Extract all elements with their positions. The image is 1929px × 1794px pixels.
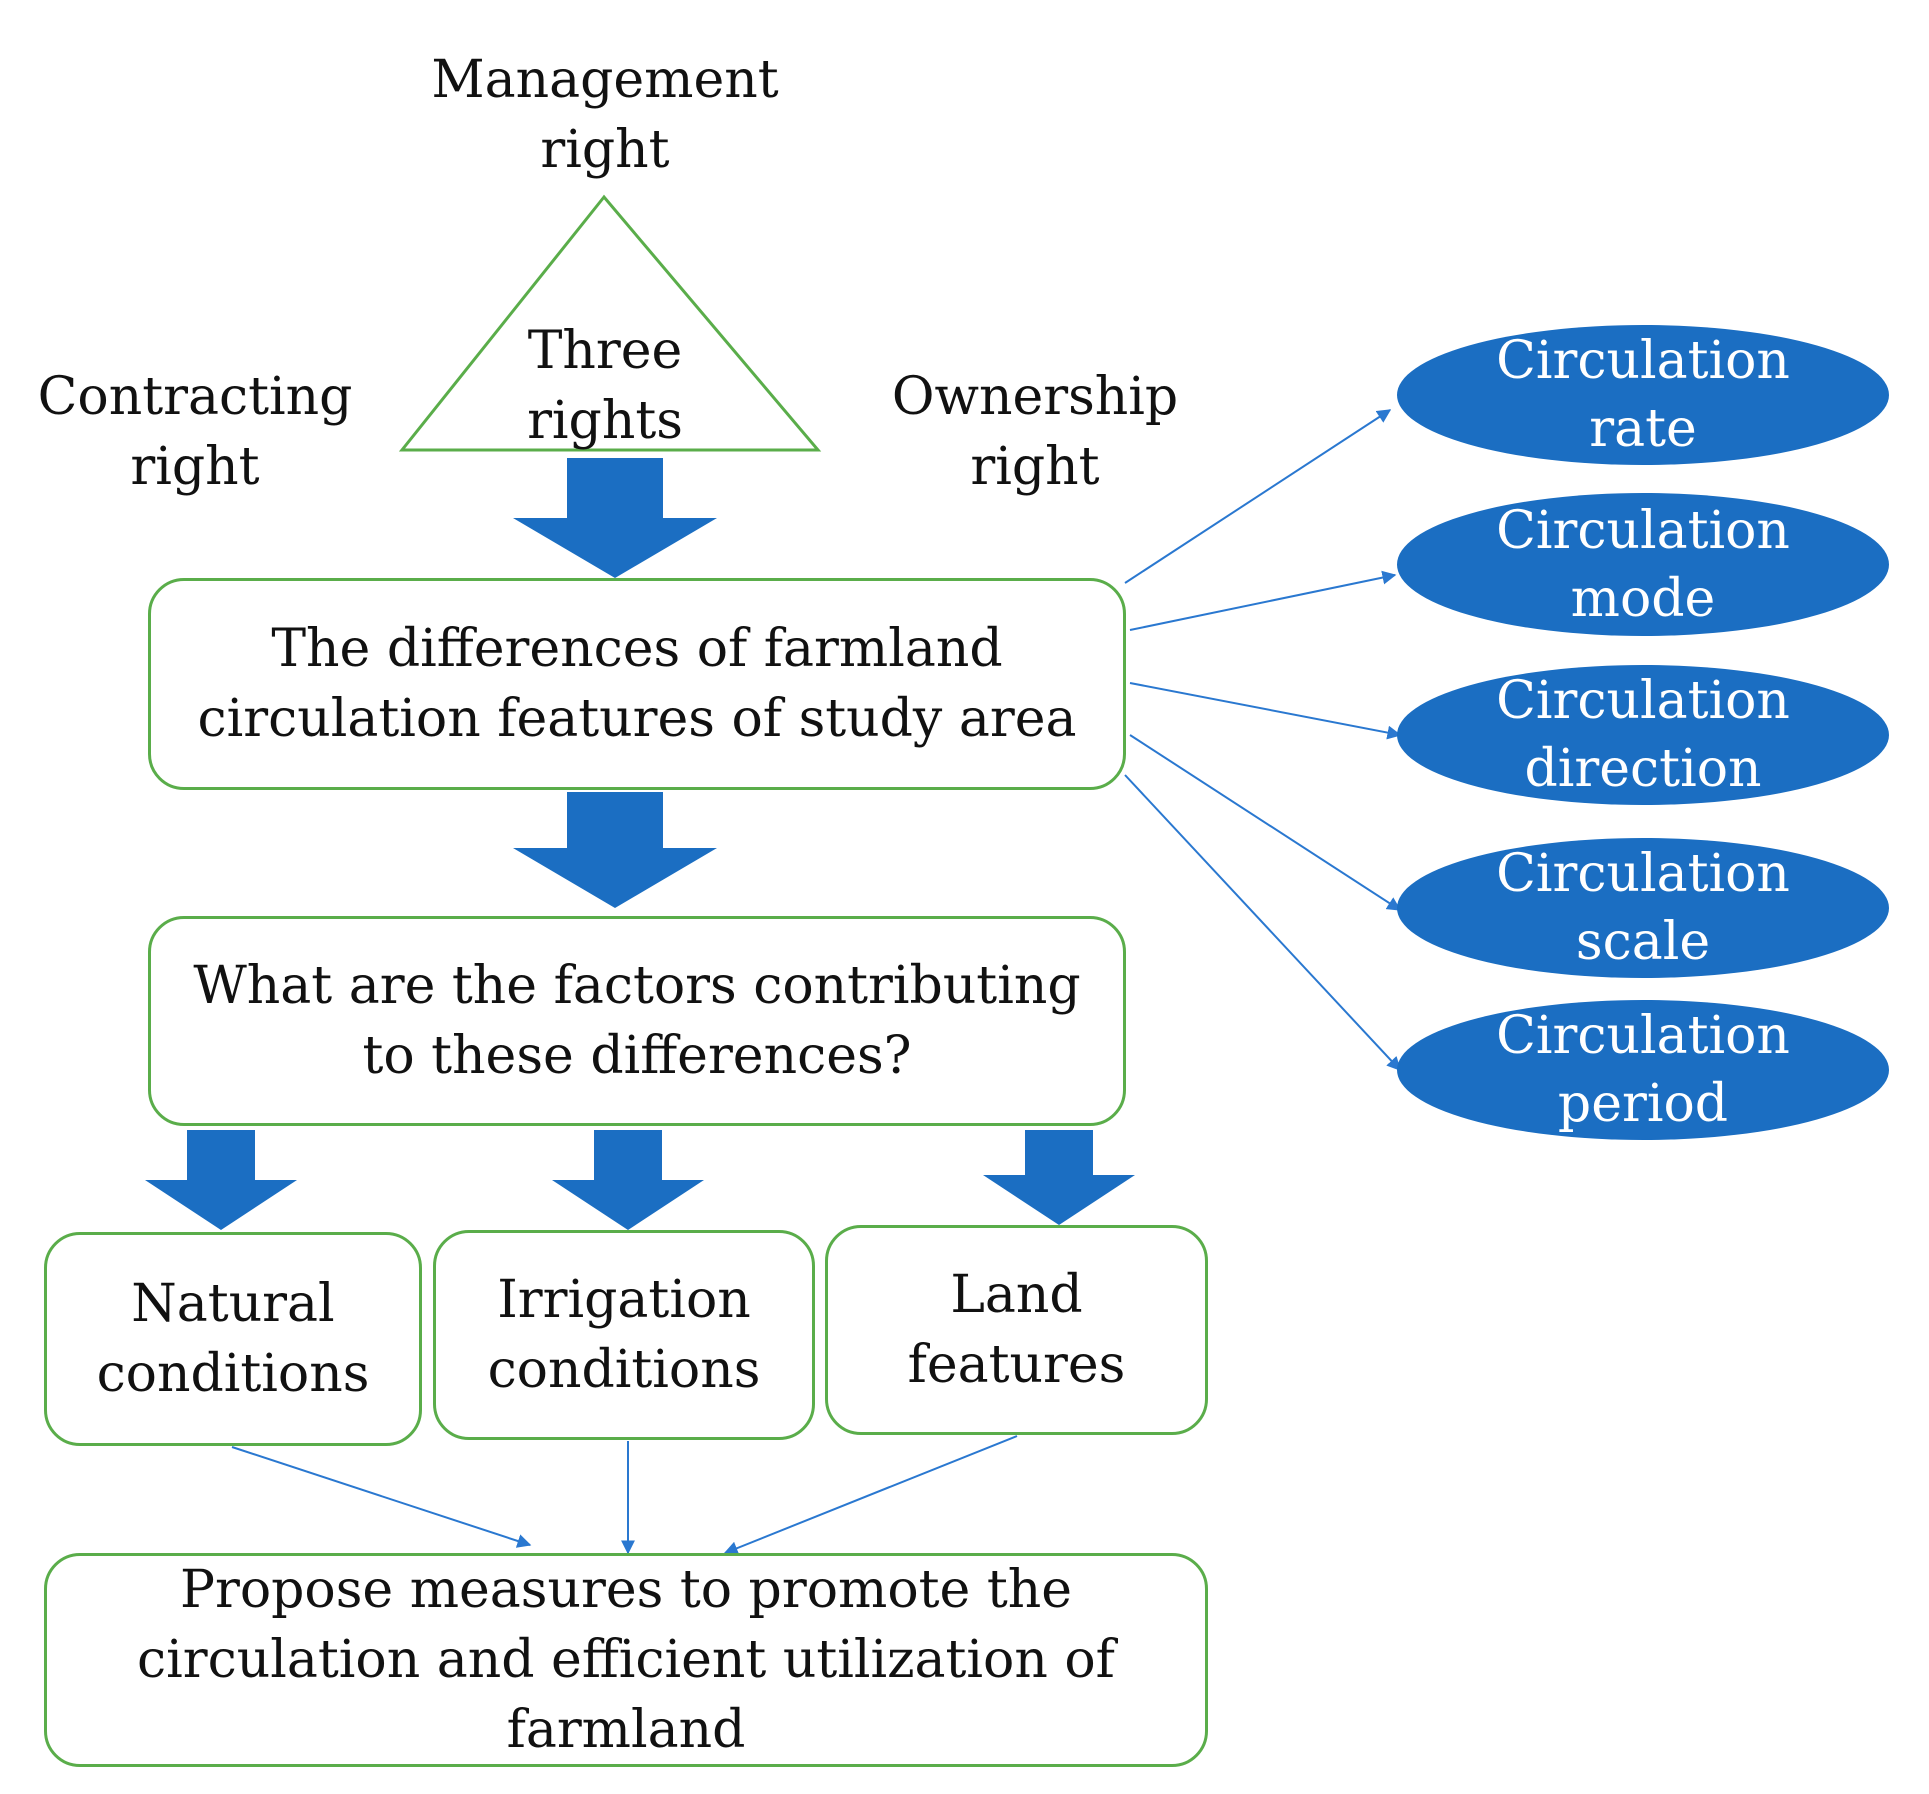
circulation-mode-text: Circulation mode	[1496, 500, 1790, 629]
arrow-to-circulation-scale	[1129, 734, 1402, 911]
contracting-right-label: Contracting right	[37, 367, 353, 497]
circulation-mode-oval: Circulation mode	[1397, 493, 1889, 636]
arrow-land-to-measures	[723, 1435, 1018, 1555]
block-arrow-differences-to-factors	[513, 792, 717, 908]
factors-question-text: What are the factors contributing to the…	[193, 956, 1081, 1086]
differences-box: The differences of farmland circulation …	[148, 578, 1126, 790]
circulation-scale-oval: Circulation scale	[1397, 838, 1889, 978]
management-right-label: Management right	[431, 50, 779, 180]
three-rights-label: Three rights	[527, 321, 683, 451]
natural-conditions-text: Natural conditions	[96, 1274, 370, 1404]
arrow-to-circulation-mode	[1129, 570, 1397, 631]
measures-text: Propose measures to promote the circulat…	[137, 1560, 1115, 1760]
block-arrow-to-land	[983, 1130, 1135, 1225]
circulation-scale-text: Circulation scale	[1496, 844, 1790, 972]
land-features-box: Land features	[825, 1225, 1208, 1435]
measures-box: Propose measures to promote the circulat…	[44, 1553, 1208, 1767]
block-arrow-to-natural	[145, 1130, 297, 1230]
factors-question-box: What are the factors contributing to the…	[148, 916, 1126, 1126]
land-features-text: Land features	[907, 1265, 1126, 1395]
circulation-direction-text: Circulation direction	[1496, 671, 1790, 799]
arrow-to-circulation-direction	[1129, 682, 1402, 740]
differences-text: The differences of farmland circulation …	[197, 619, 1077, 749]
arrow-natural-to-measures	[231, 1446, 532, 1548]
circulation-rate-oval: Circulation rate	[1397, 325, 1889, 465]
irrigation-conditions-text: Irrigation conditions	[487, 1270, 761, 1400]
arrow-to-circulation-period	[1124, 774, 1401, 1072]
three-rights-triangle	[398, 194, 822, 452]
natural-conditions-box: Natural conditions	[44, 1232, 422, 1446]
circulation-rate-text: Circulation rate	[1496, 331, 1790, 459]
irrigation-conditions-box: Irrigation conditions	[433, 1230, 815, 1440]
ownership-right-label: Ownership right	[891, 367, 1179, 497]
block-arrow-to-irrigation	[552, 1130, 704, 1230]
circulation-period-oval: Circulation period	[1397, 1000, 1889, 1140]
arrow-to-circulation-rate	[1124, 409, 1392, 584]
block-arrow-triangle-to-differences	[513, 458, 717, 578]
circulation-direction-oval: Circulation direction	[1397, 665, 1889, 805]
circulation-period-text: Circulation period	[1496, 1006, 1790, 1134]
